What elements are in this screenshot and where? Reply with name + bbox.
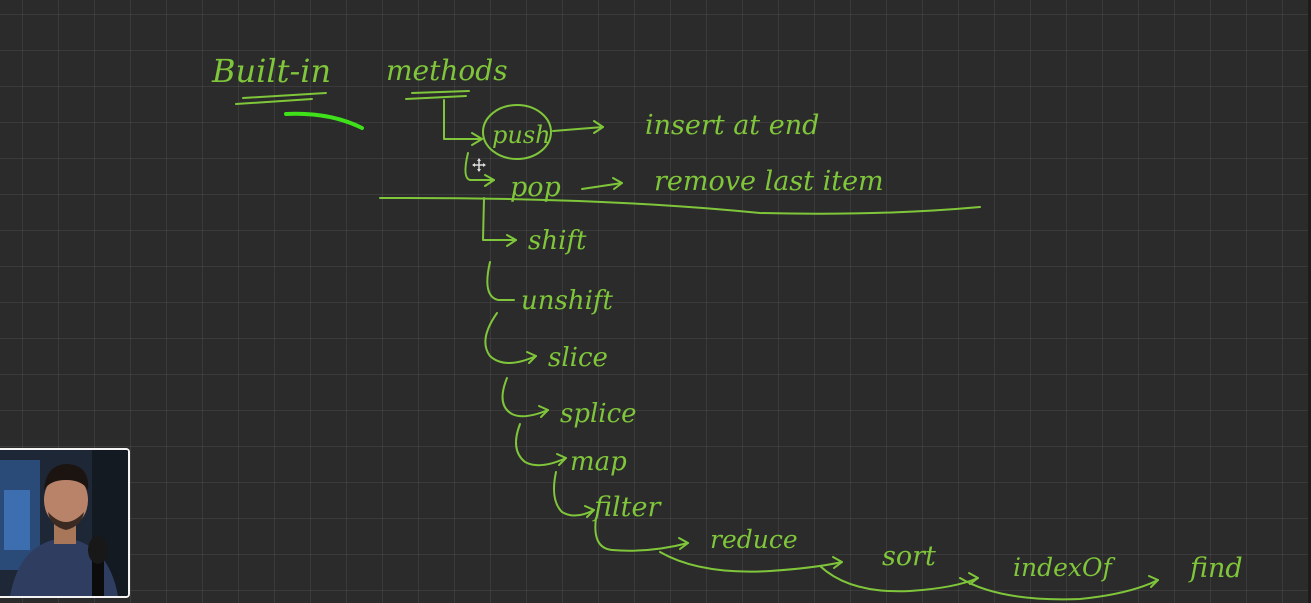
title-built-in: Built-in	[211, 52, 331, 90]
branch-splice	[501, 377, 549, 418]
branch-filter	[553, 471, 595, 517]
branch-slice	[484, 312, 537, 364]
method-filter: filter	[592, 492, 662, 523]
move-cursor-icon	[472, 158, 486, 172]
title-underline-1	[242, 92, 327, 99]
board-edge	[1308, 0, 1311, 603]
desc-pop: remove last item	[654, 166, 884, 197]
method-splice: splice	[560, 399, 637, 429]
arrowhead-filter	[584, 505, 595, 518]
branch-shift	[482, 197, 517, 241]
methods-underline-2	[405, 95, 467, 100]
arrowhead-pop	[484, 174, 495, 187]
branch-pop	[464, 152, 495, 181]
arrowhead-pop-desc	[612, 177, 623, 190]
arrowhead-slice	[526, 351, 537, 364]
arrow-push-desc	[552, 126, 604, 132]
method-map: map	[570, 447, 627, 477]
arrow-pop-desc	[581, 182, 623, 190]
branch-reduce	[594, 517, 689, 552]
arrowhead-sort	[832, 556, 843, 569]
method-slice: slice	[548, 343, 608, 373]
push-circle	[482, 104, 552, 160]
arrowhead-reduce	[678, 537, 689, 550]
presenter-webcam	[0, 448, 130, 598]
arrowhead-splice	[538, 405, 549, 418]
branch-find	[959, 577, 1159, 601]
arrowhead-indexof	[968, 572, 979, 585]
title-methods: methods	[386, 54, 508, 87]
method-unshift: unshift	[521, 286, 614, 316]
arrowhead-push-desc	[593, 120, 604, 134]
separator-line	[379, 196, 981, 215]
method-reduce: reduce	[710, 525, 798, 554]
method-indexof: indexOf	[1013, 553, 1115, 582]
arrowhead-push	[471, 132, 483, 146]
branch-indexof	[819, 565, 979, 593]
branch-map	[515, 423, 567, 467]
arrowhead-map	[556, 453, 567, 466]
method-pop: pop	[510, 172, 561, 203]
arrowhead-find	[1148, 575, 1159, 588]
method-shift: shift	[528, 226, 587, 256]
method-sort: sort	[882, 541, 936, 572]
method-find: find	[1188, 553, 1243, 584]
branch-sort	[659, 551, 843, 573]
branch-push	[443, 99, 483, 140]
methods-underline-1	[411, 90, 470, 94]
title-underline-2	[235, 98, 313, 105]
method-push: push	[492, 121, 551, 149]
presenter-image	[0, 450, 128, 596]
branch-unshift	[486, 261, 515, 301]
desc-push: insert at end	[645, 110, 819, 141]
highlighter-stroke	[284, 111, 364, 130]
arrowhead-shift	[506, 234, 517, 247]
